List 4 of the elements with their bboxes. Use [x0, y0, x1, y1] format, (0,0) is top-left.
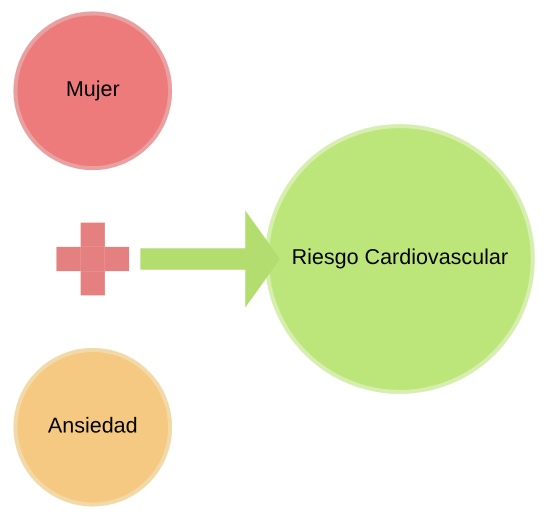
node-circle: Ansiedad — [12, 348, 172, 507]
node-circle: Riesgo Cardiovascular — [264, 124, 534, 394]
arrow — [140, 210, 280, 308]
node-circle: Mujer — [12, 11, 172, 170]
